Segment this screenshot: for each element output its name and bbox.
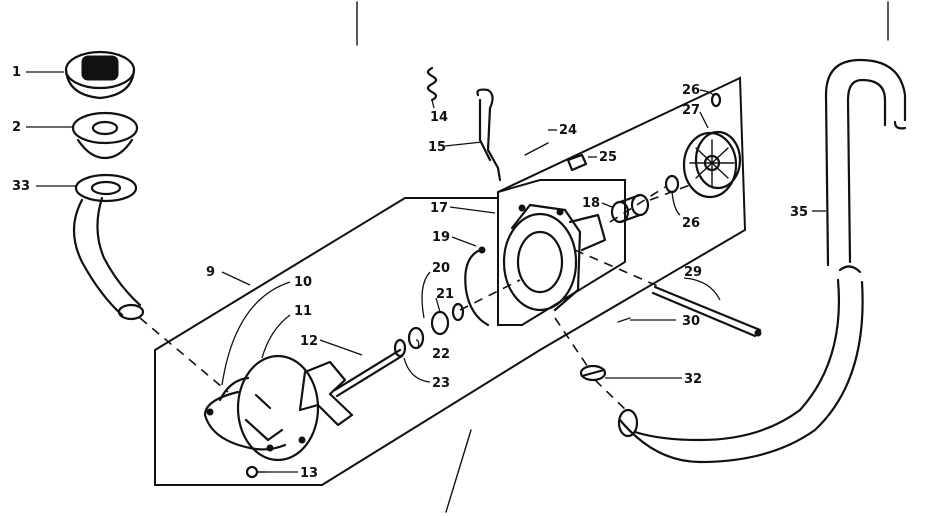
svg-text:26: 26 — [682, 216, 700, 231]
svg-text:10: 10 — [294, 275, 312, 290]
connection-line — [554, 317, 629, 413]
hose-clamp — [579, 364, 607, 382]
svg-text:35: 35 — [790, 205, 808, 220]
callout-27: 27 — [682, 103, 709, 129]
seal-washer — [407, 326, 425, 350]
callout-23: 23 — [403, 357, 450, 391]
callout-18: 18 — [582, 196, 613, 211]
callout-33: 33 — [12, 179, 76, 194]
svg-text:33: 33 — [12, 179, 30, 194]
snap-ring — [664, 174, 680, 194]
callout-2: 2 — [12, 120, 72, 135]
pulley — [682, 130, 742, 199]
screw — [245, 465, 266, 479]
pump-housing — [203, 354, 320, 462]
svg-text:23: 23 — [432, 376, 450, 391]
callout-12: 12 — [300, 334, 363, 356]
svg-text:30: 30 — [682, 314, 700, 329]
callout-26-top: 26 — [682, 83, 715, 98]
outlet-hose — [617, 58, 907, 464]
impeller-shaft — [298, 348, 404, 427]
svg-text:1: 1 — [12, 65, 21, 80]
callout-1: 1 — [12, 65, 64, 80]
callout-13: 13 — [265, 466, 318, 481]
callout-21: 21 — [435, 287, 454, 313]
callout-25: 25 — [588, 150, 617, 165]
scan-mark — [445, 429, 472, 513]
assembly-frame-motor — [497, 179, 626, 326]
pin — [524, 142, 549, 156]
pulley-nut — [710, 92, 722, 108]
svg-text:13: 13 — [300, 466, 318, 481]
rod — [651, 285, 762, 338]
gasket — [74, 173, 138, 203]
callout-14: 14 — [430, 99, 448, 125]
bracket — [476, 88, 502, 182]
callout-29: 29 — [683, 265, 721, 301]
svg-text:24: 24 — [559, 123, 577, 138]
callout-10: 10 — [221, 275, 312, 386]
strainer-cap — [64, 50, 136, 100]
spring — [426, 66, 438, 102]
motor-mount — [502, 203, 607, 312]
svg-text:19: 19 — [432, 230, 450, 245]
svg-text:29: 29 — [684, 265, 702, 280]
retaining-clip — [464, 248, 490, 327]
callout-11: 11 — [261, 304, 312, 359]
svg-text:27: 27 — [682, 103, 700, 118]
callout-24: 24 — [548, 123, 577, 138]
callout-9: 9 — [206, 265, 251, 286]
block — [566, 153, 588, 172]
svg-text:25: 25 — [599, 150, 617, 165]
svg-text:22: 22 — [432, 347, 450, 362]
callout-15: 15 — [428, 140, 483, 155]
inlet-hose — [72, 196, 142, 317]
connection-line — [139, 317, 229, 393]
svg-text:9: 9 — [206, 265, 215, 280]
svg-text:2: 2 — [12, 120, 21, 135]
svg-text:32: 32 — [684, 372, 702, 387]
svg-text:20: 20 — [432, 261, 450, 276]
seal-ring — [393, 338, 407, 358]
coupling — [610, 193, 650, 224]
seal-bushing — [430, 310, 450, 336]
svg-text:11: 11 — [294, 304, 312, 319]
svg-text:18: 18 — [582, 196, 600, 211]
wire — [617, 317, 631, 323]
connection-line — [609, 184, 691, 223]
callout-35: 35 — [790, 205, 826, 220]
svg-text:26: 26 — [682, 83, 700, 98]
svg-text:15: 15 — [428, 140, 446, 155]
callout-22: 22 — [415, 339, 450, 362]
callout-32: 32 — [605, 372, 702, 387]
callout-19: 19 — [432, 230, 477, 247]
drain-housing — [71, 111, 139, 160]
svg-text:21: 21 — [436, 287, 454, 302]
callout-17: 17 — [430, 201, 496, 216]
callout-30: 30 — [630, 314, 700, 329]
callout-26-bottom: 26 — [671, 191, 700, 231]
svg-text:12: 12 — [300, 334, 318, 349]
connection-line — [459, 249, 661, 311]
callout-20: 20 — [421, 261, 450, 319]
svg-text:17: 17 — [430, 201, 448, 216]
seal-o-ring — [451, 302, 465, 322]
svg-text:14: 14 — [430, 110, 448, 125]
assembly-frame-main — [154, 76, 747, 486]
